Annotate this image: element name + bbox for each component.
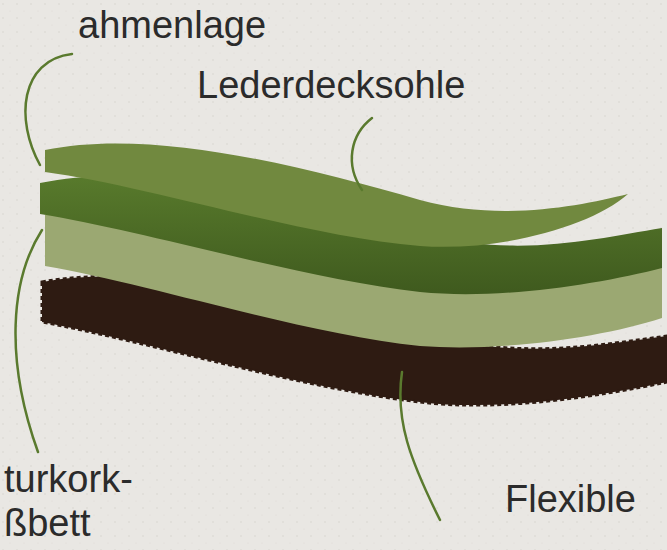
part-label: ahmenlage bbox=[78, 4, 338, 48]
leader-line bbox=[400, 372, 440, 520]
leader-line bbox=[25, 54, 72, 165]
leader-line bbox=[352, 118, 372, 190]
leader-line bbox=[16, 230, 42, 452]
part-label: Flexible bbox=[505, 478, 663, 522]
leather-insole-layer bbox=[45, 143, 628, 246]
part-label: turkork- ßbett bbox=[4, 458, 179, 545]
part-label: Lederdecksohle bbox=[197, 64, 557, 108]
